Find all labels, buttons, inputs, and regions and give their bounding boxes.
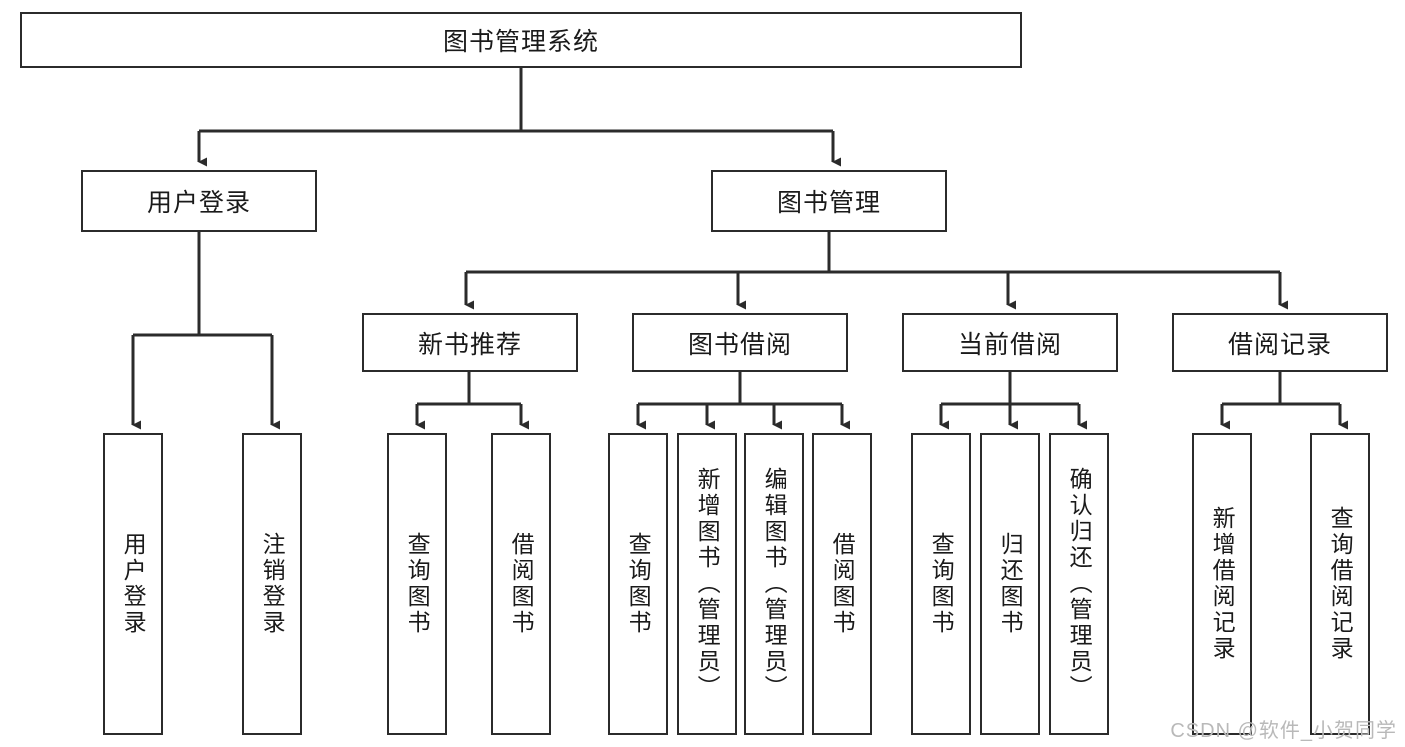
node-label: 借阅图书 [508,532,535,636]
node-label: 查询图书 [404,532,431,636]
node-new-book-recommend[interactable]: 新书推荐 [362,313,578,372]
node-root-book-management-system[interactable]: 图书管理系统 [20,12,1022,68]
node-label: 查询图书 [625,532,652,636]
node-label: 查询图书 [928,532,955,636]
node-label: 借阅图书 [829,532,856,636]
node-label: 编辑图书（管理员） [761,467,788,701]
node-label: 查询借阅记录 [1327,506,1354,662]
node-label: 新增借阅记录 [1209,506,1236,662]
leaf-bookborrow-borrow-book[interactable]: 借阅图书 [812,433,872,735]
leaf-logout-login[interactable]: 注销登录 [242,433,302,735]
node-label: 归还图书 [997,532,1024,636]
node-label: 新书推荐 [417,330,522,359]
leaf-borrowrecord-query-record[interactable]: 查询借阅记录 [1310,433,1370,735]
leaf-bookborrow-query-book[interactable]: 查询图书 [608,433,668,735]
node-label: 新增图书（管理员） [694,467,721,701]
node-label: 用户登录 [146,189,251,217]
node-book-borrow[interactable]: 图书借阅 [632,313,848,372]
node-current-borrow[interactable]: 当前借阅 [902,313,1118,372]
leaf-currentborrow-query-book[interactable]: 查询图书 [911,433,971,735]
node-label: 图书借阅 [687,330,792,359]
leaf-currentborrow-confirm-return-admin[interactable]: 确认归还（管理员） [1049,433,1109,735]
leaf-currentborrow-return-book[interactable]: 归还图书 [980,433,1040,735]
node-label: 用户登录 [120,532,147,636]
leaf-bookborrow-add-book-admin[interactable]: 新增图书（管理员） [677,433,737,735]
node-book-management[interactable]: 图书管理 [711,170,947,232]
node-label: 图书管理 [776,189,881,217]
node-label: 借阅记录 [1227,330,1332,359]
node-label: 图书管理系统 [442,28,599,56]
leaf-bookborrow-edit-book-admin[interactable]: 编辑图书（管理员） [744,433,804,735]
leaf-borrowrecord-add-record[interactable]: 新增借阅记录 [1192,433,1252,735]
node-borrow-record[interactable]: 借阅记录 [1172,313,1388,372]
node-label: 注销登录 [259,532,286,636]
node-user-login[interactable]: 用户登录 [81,170,317,232]
node-label: 确认归还（管理员） [1066,467,1093,701]
leaf-newbook-borrow-book[interactable]: 借阅图书 [491,433,551,735]
node-label: 当前借阅 [957,330,1062,359]
leaf-newbook-query-book[interactable]: 查询图书 [387,433,447,735]
leaf-user-login[interactable]: 用户登录 [103,433,163,735]
